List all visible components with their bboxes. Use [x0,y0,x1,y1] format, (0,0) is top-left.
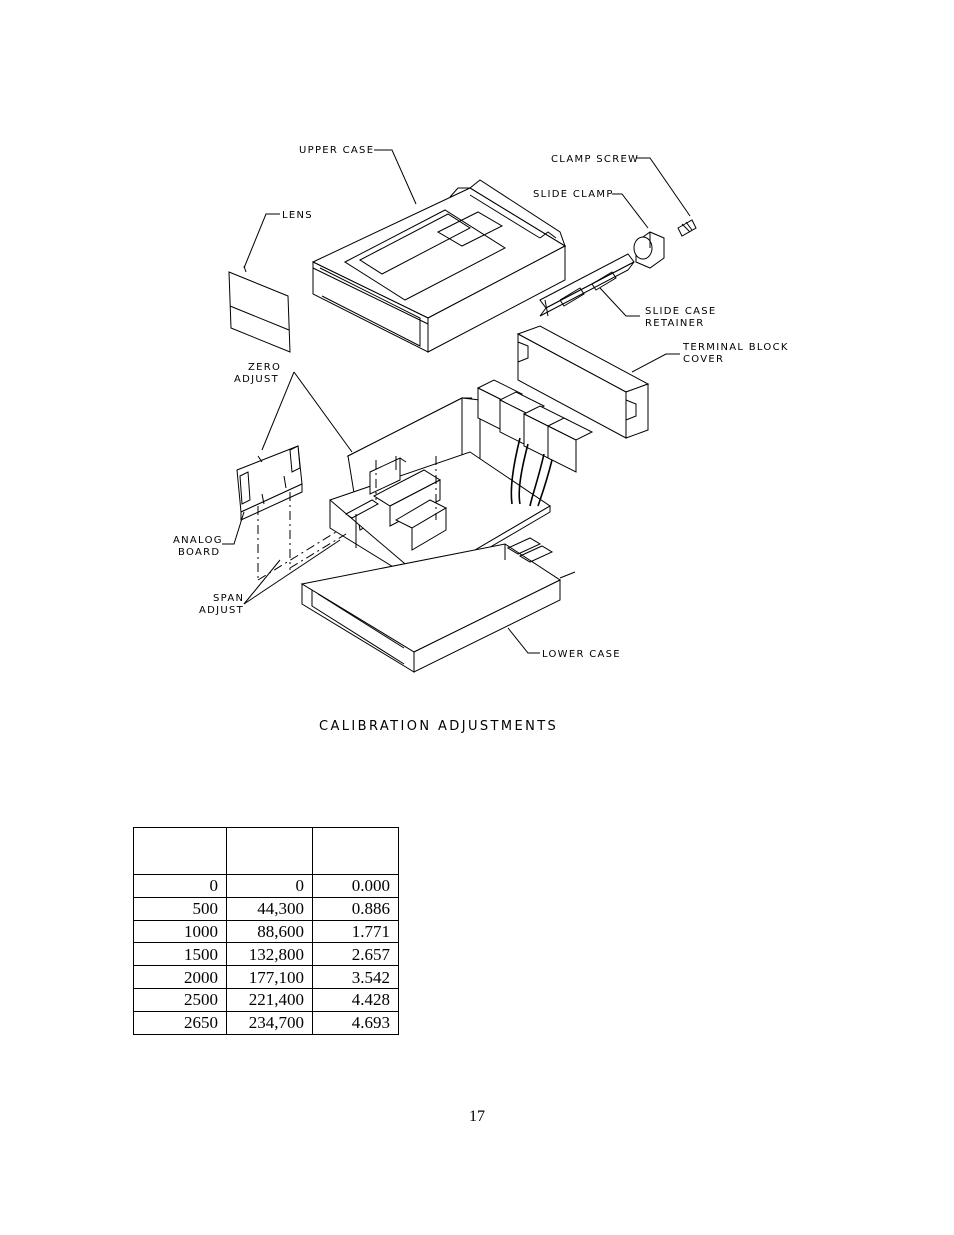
table-cell: 0.000 [312,874,399,898]
calibration-exploded-diagram: UPPER CASE CLAMP SCREW SLIDE CLAMP LENS … [173,145,789,734]
label-clamp-screw: CLAMP SCREW [551,154,639,165]
table-cell: 132,800 [226,942,313,967]
table-cell: 1500 [133,942,227,967]
table-cell: 44,300 [226,896,313,921]
table-cell: 4.693 [312,1010,399,1035]
terminal-block-cover-part [516,325,650,439]
leader-lines [222,149,691,654]
table-cell: 221,400 [226,987,313,1012]
slide-clamp-part [633,231,665,269]
label-zero: ZERO [248,362,281,373]
lower-case-part [300,537,576,673]
table-row: 1500 132,800 2.657 [133,942,399,967]
table-row: 2500 221,400 4.428 [133,987,399,1012]
table-header-cell [226,827,313,875]
label-lens: LENS [282,210,313,221]
analog-board-part [236,445,303,521]
label-lower-case: LOWER CASE [542,649,621,660]
table-cell: 500 [133,896,227,921]
lens-part [228,265,291,353]
table-cell: 0 [133,874,227,898]
table-header-cell [312,827,399,875]
label-board: BOARD [178,547,220,558]
diagram-caption: CALIBRATION ADJUSTMENTS [319,719,558,734]
table-cell: 1000 [133,919,227,944]
table-cell: 2500 [133,987,227,1012]
table-cell: 177,100 [226,965,313,989]
label-span-adjust: ADJUST [199,605,244,616]
table-row: 0 0 0.000 [133,874,399,898]
label-slide-case: SLIDE CASE [645,306,717,317]
table-cell: 0.886 [312,896,399,921]
label-cover: COVER [683,354,724,365]
table-row: 2000 177,100 3.542 [133,965,399,989]
table-row: 500 44,300 0.886 [133,896,399,921]
alignment-lines [257,456,437,581]
page-number: 17 [469,1108,485,1125]
table-cell: 4.428 [312,987,399,1012]
table-header-row [133,827,399,875]
label-zero-adjust: ADJUST [234,374,279,385]
table-cell: 2.657 [312,942,399,967]
table-header-cell [133,827,227,875]
table-cell: 3.542 [312,965,399,989]
table-cell: 2000 [133,965,227,989]
label-analog: ANALOG [173,535,223,546]
table-cell: 0 [226,874,313,898]
table-cell: 234,700 [226,1010,313,1035]
upper-case-part [311,179,567,353]
label-retainer: RETAINER [645,318,705,329]
table-cell: 2650 [133,1010,227,1035]
calibration-table: 0 0 0.000 500 44,300 0.886 1000 88,600 1… [133,827,399,1035]
label-span: SPAN [213,593,244,604]
table-row: 1000 88,600 1.771 [133,919,399,944]
table-cell: 88,600 [226,919,313,944]
label-slide-clamp: SLIDE CLAMP [533,189,614,200]
table-cell: 1.771 [312,919,399,944]
label-terminal-block: TERMINAL BLOCK [682,342,789,353]
clamp-screw-part [677,219,697,237]
table-row: 2650 234,700 4.693 [133,1010,399,1035]
slide-case-retainer-part [539,253,635,317]
label-upper-case: UPPER CASE [299,145,374,156]
